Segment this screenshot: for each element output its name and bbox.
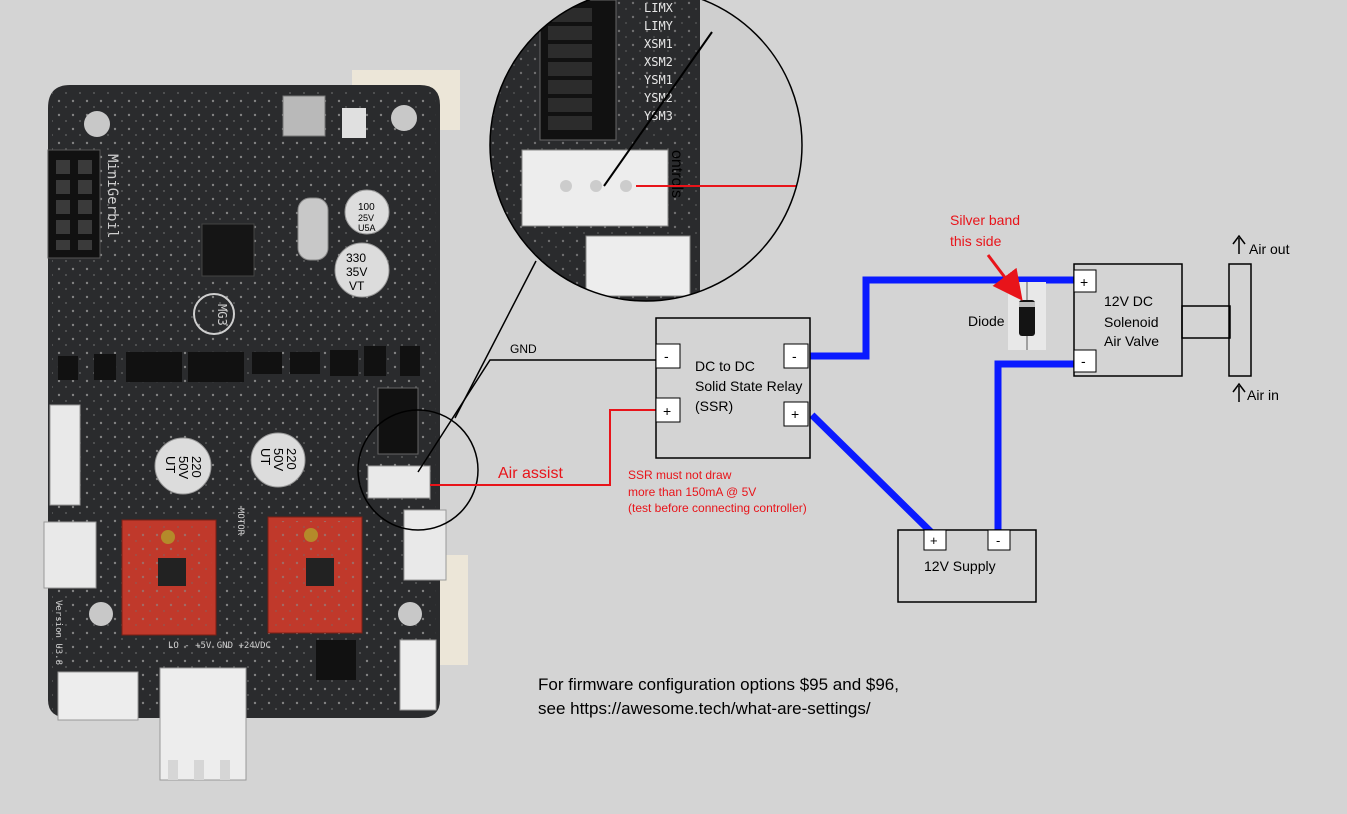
board-name: MiniGerbil (104, 154, 120, 238)
ssr-title-line1: DC to DC (695, 358, 755, 374)
regulator-icon (342, 108, 366, 138)
side-connector (49, 404, 81, 506)
cap-220-left-line3: UT (163, 456, 178, 473)
silver-band-line1: Silver band (950, 212, 1020, 228)
capacitor-220-right (250, 432, 306, 488)
ssr-warning-line1: SSR must not draw (628, 468, 732, 482)
air-assist-connector (367, 465, 431, 499)
board-logo-text: MG3 (215, 304, 229, 326)
isp-header (47, 149, 101, 259)
stepper-driver-x-chip (158, 558, 186, 586)
cap-100-line2: 25V (358, 213, 374, 223)
supply-plus: + (930, 533, 938, 548)
cap-220-right-line2: 50V (271, 448, 286, 471)
ssr-right-plus: + (791, 406, 799, 422)
cap-220-left-line1: 220 (189, 456, 204, 478)
mount-hole-icon (89, 602, 113, 626)
diode-icon (1019, 300, 1035, 336)
valve-box (1073, 263, 1252, 377)
ssr-left-minus: - (664, 348, 669, 364)
stepper-driver-y-chip (306, 558, 334, 586)
mcu-chip (201, 223, 255, 277)
ssr-left-plus: + (663, 403, 671, 419)
supply-box (897, 529, 1037, 603)
motor-label: MOTOR (235, 508, 245, 536)
inset-controls-text: ontrols (668, 150, 685, 198)
air-out-label: Air out (1249, 241, 1290, 257)
capacitor-100 (344, 189, 390, 235)
mount-hole-icon (84, 111, 110, 137)
cap-100-line3: U5A (358, 223, 376, 233)
aux-connector (399, 639, 437, 711)
controller-board: 100 25V U5A 330 35V VT MiniGerbil MG3 22… (43, 70, 468, 781)
inset-pin-label: LIMY (644, 19, 674, 33)
inset-pin-label: XSM1 (644, 37, 673, 51)
valve-plus: + (1080, 274, 1088, 290)
cap-220-right-line1: 220 (284, 448, 299, 470)
dip-switch (377, 387, 419, 455)
limit-connector (57, 671, 139, 721)
inset-pin-label: XSM2 (644, 55, 673, 69)
mount-hole-icon (391, 105, 417, 131)
ssr-warning-line2: more than 150mA @ 5V (628, 485, 756, 499)
motor-connector-y (403, 509, 447, 581)
diode-silver-band (1019, 302, 1035, 307)
driver-chip-row (58, 346, 420, 382)
zoom-inset-border (489, 0, 803, 302)
crystal-icon (297, 197, 329, 261)
supply-minus: - (996, 533, 1000, 548)
trimpot-icon (161, 530, 175, 544)
ssr-box (655, 317, 811, 459)
air-out-arrow-icon (1232, 234, 1246, 254)
cap-220-right-line3: UT (258, 448, 273, 465)
inset-pin-label: YSM3 (644, 109, 673, 123)
ssr-warning-line3: (test before connecting controller) (628, 501, 807, 515)
cap-100-line1: 100 (358, 202, 375, 213)
gnd-label: GND (510, 342, 537, 356)
air-in-arrow-icon (1232, 382, 1246, 402)
air-assist-label: Air assist (498, 465, 563, 482)
cap-220-left-line2: 50V (176, 456, 191, 479)
cap-330-line1: 330 (346, 251, 366, 265)
ssr-to-supply-wire (809, 412, 935, 536)
valve-minus: - (1081, 353, 1086, 369)
mount-hole-icon (398, 602, 422, 626)
diode-label: Diode (968, 313, 1005, 329)
capacitor-330 (334, 242, 390, 298)
zoom-inset: LIMX LIMY XSM1 XSM2 YSM1 YSM2 YSM3 ontro… (490, 0, 802, 301)
ssr-title-line2: Solid State Relay (695, 378, 802, 394)
valve-title-line2: Solenoid (1104, 314, 1159, 330)
cap-330-line3: VT (349, 279, 365, 293)
cap-330-line2: 35V (346, 265, 367, 279)
mosfet-icon (316, 640, 356, 680)
supply-title: 12V Supply (924, 558, 996, 574)
inset-pin-label: LIMX (644, 1, 674, 15)
silver-band-arrow (986, 254, 1023, 301)
mg3-logo-icon (193, 293, 235, 335)
valve-title-line3: Air Valve (1104, 333, 1159, 349)
trimpot-icon (304, 528, 318, 542)
footer-note-line1: For firmware configuration options $95 a… (538, 675, 899, 694)
usb-port-icon (282, 95, 326, 137)
ssr-right-minus: - (792, 348, 797, 364)
valve-to-supply-wire (994, 360, 1075, 530)
zoom-source-circle (357, 409, 479, 531)
inset-pin-label: YSM1 (644, 73, 673, 87)
footer-note-line2: see https://awesome.tech/what-are-settin… (538, 699, 871, 718)
version-silkscreen: Version U3.8 (53, 600, 63, 665)
motor-connector-x (43, 521, 97, 589)
valve-title-line1: 12V DC (1104, 293, 1153, 309)
air-in-label: Air in (1247, 387, 1279, 403)
ssr-title-line3: (SSR) (695, 398, 733, 414)
ssr-to-valve-wire (810, 276, 1075, 360)
capacitor-220-left (154, 437, 212, 495)
zoom-connector-line (454, 260, 537, 419)
signal-wire (430, 409, 656, 486)
power-silkscreen: LO - +5V GND +24VDC (168, 641, 271, 651)
silver-band-line2: this side (950, 233, 1002, 249)
gnd-wire (417, 359, 656, 473)
inset-pin-label: YSM2 (644, 91, 673, 105)
